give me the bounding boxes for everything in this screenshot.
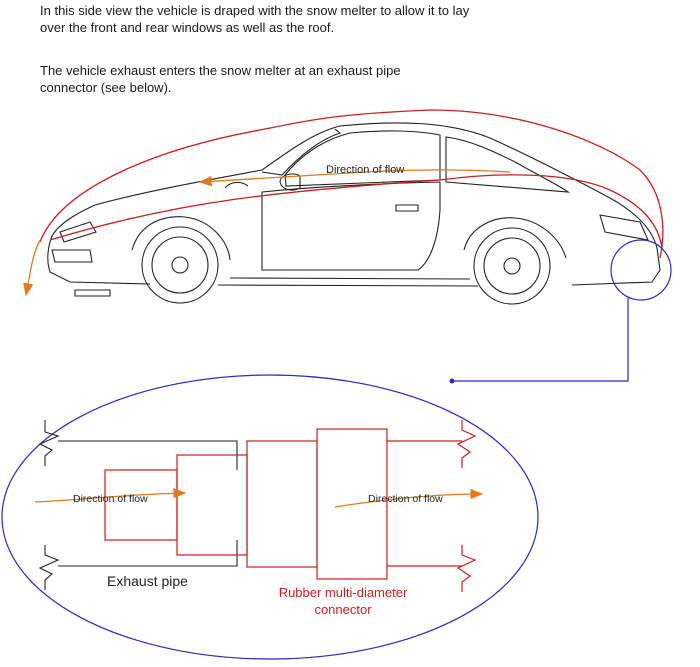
front-drip-arrow <box>23 239 41 297</box>
car-flow-arrow <box>198 169 511 187</box>
exhaust-pipe-detail <box>38 420 238 590</box>
exhaust-pipe-bottom-wall <box>58 540 238 567</box>
exhaust-callout-circle <box>610 239 672 301</box>
rear-wheel <box>473 227 551 305</box>
car-rocker <box>217 284 479 287</box>
exhaust-line-2: connector (see below). <box>40 80 172 95</box>
car-flow-arrows <box>23 169 511 297</box>
tail-light <box>599 214 649 241</box>
car-flow-label: Direction of flow <box>326 164 404 176</box>
melter-break-top <box>456 420 477 468</box>
door-handle <box>395 204 419 212</box>
left-flow-label: Direction of flow <box>73 493 148 505</box>
connector-step-4 <box>316 428 388 580</box>
connector-label-line-2: connector <box>314 602 372 617</box>
exhaust-pipe-label: Exhaust pipe <box>107 573 188 589</box>
right-flow-arrow <box>334 488 484 508</box>
exhaust-pipe-top-wall <box>58 440 238 470</box>
connector-step-3 <box>246 440 318 568</box>
car-front <box>47 204 151 285</box>
car-windshield <box>261 128 342 176</box>
melter-break-bottom <box>456 545 477 592</box>
snow-melter-drape <box>39 109 664 259</box>
detail-ellipse <box>1 374 539 660</box>
intro-line-2: over the front and rear windows as well … <box>40 20 335 35</box>
exhaust-paragraph: The vehicle exhaust enters the snow melt… <box>40 62 480 96</box>
left-flow-arrow <box>34 488 187 503</box>
right-flow-label: Direction of flow <box>368 493 443 505</box>
connector-label-line-1: Rubber multi-diameter <box>279 585 408 600</box>
melter-inner-line <box>49 174 663 249</box>
front-wheel <box>141 226 219 304</box>
car-roofline <box>94 122 661 286</box>
car-side-window <box>284 130 441 187</box>
callout-leader <box>452 298 629 382</box>
pipe-break-bottom <box>38 545 60 590</box>
callout-dot <box>449 378 455 384</box>
intro-line-1: In this side view the vehicle is draped … <box>40 3 470 18</box>
car-door <box>261 181 441 271</box>
pipe-break-top <box>38 420 60 466</box>
exhaust-line-1: The vehicle exhaust enters the snow melt… <box>40 63 401 78</box>
detail-callout <box>1 239 672 660</box>
rubber-connector <box>104 420 477 592</box>
connector-step-1 <box>104 469 178 541</box>
car-rear-window <box>445 136 570 193</box>
headlight <box>59 221 97 243</box>
intro-paragraph: In this side view the vehicle is draped … <box>40 2 480 36</box>
melter-outer-line <box>39 109 664 259</box>
car-side-view <box>47 122 661 305</box>
